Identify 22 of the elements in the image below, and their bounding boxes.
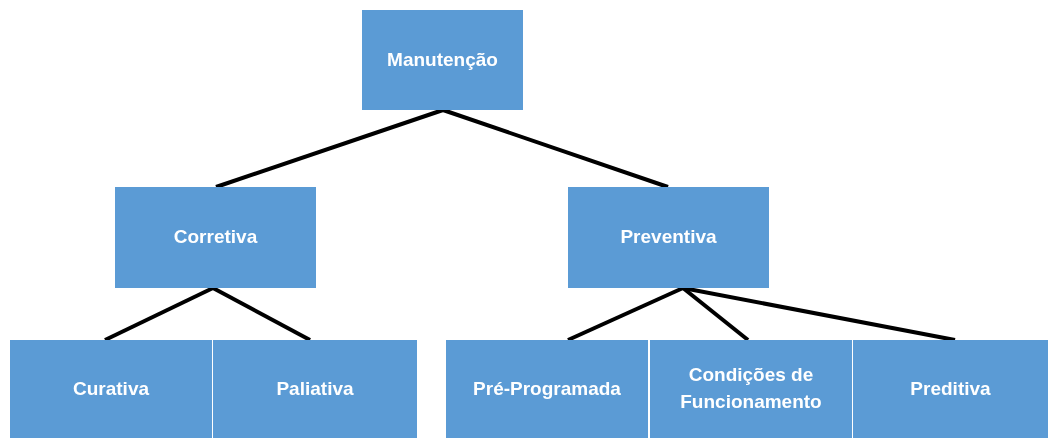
node-label: Curativa xyxy=(73,376,149,401)
category-box xyxy=(10,340,212,438)
connector-line xyxy=(212,286,311,342)
category-box xyxy=(446,340,648,438)
connector-line xyxy=(682,286,956,342)
category-box xyxy=(568,187,769,288)
node-label: Condições de Funcionamento xyxy=(679,363,823,414)
node-label: Corretiva xyxy=(173,225,258,250)
node-label: Preventiva xyxy=(620,225,717,250)
connector-line xyxy=(104,286,214,342)
node-label: Pré-Programada xyxy=(473,376,621,401)
node-label: Manutenção xyxy=(387,47,498,72)
connector-line xyxy=(567,286,684,342)
category-box xyxy=(650,340,852,438)
category-box xyxy=(115,187,316,288)
category-box xyxy=(853,340,1048,438)
node-label: Preditiva xyxy=(910,376,991,401)
category-box xyxy=(362,10,523,110)
connector-line xyxy=(442,108,669,189)
category-box xyxy=(213,340,417,438)
connector-line xyxy=(215,108,444,189)
node-label: Paliativa xyxy=(276,376,354,401)
